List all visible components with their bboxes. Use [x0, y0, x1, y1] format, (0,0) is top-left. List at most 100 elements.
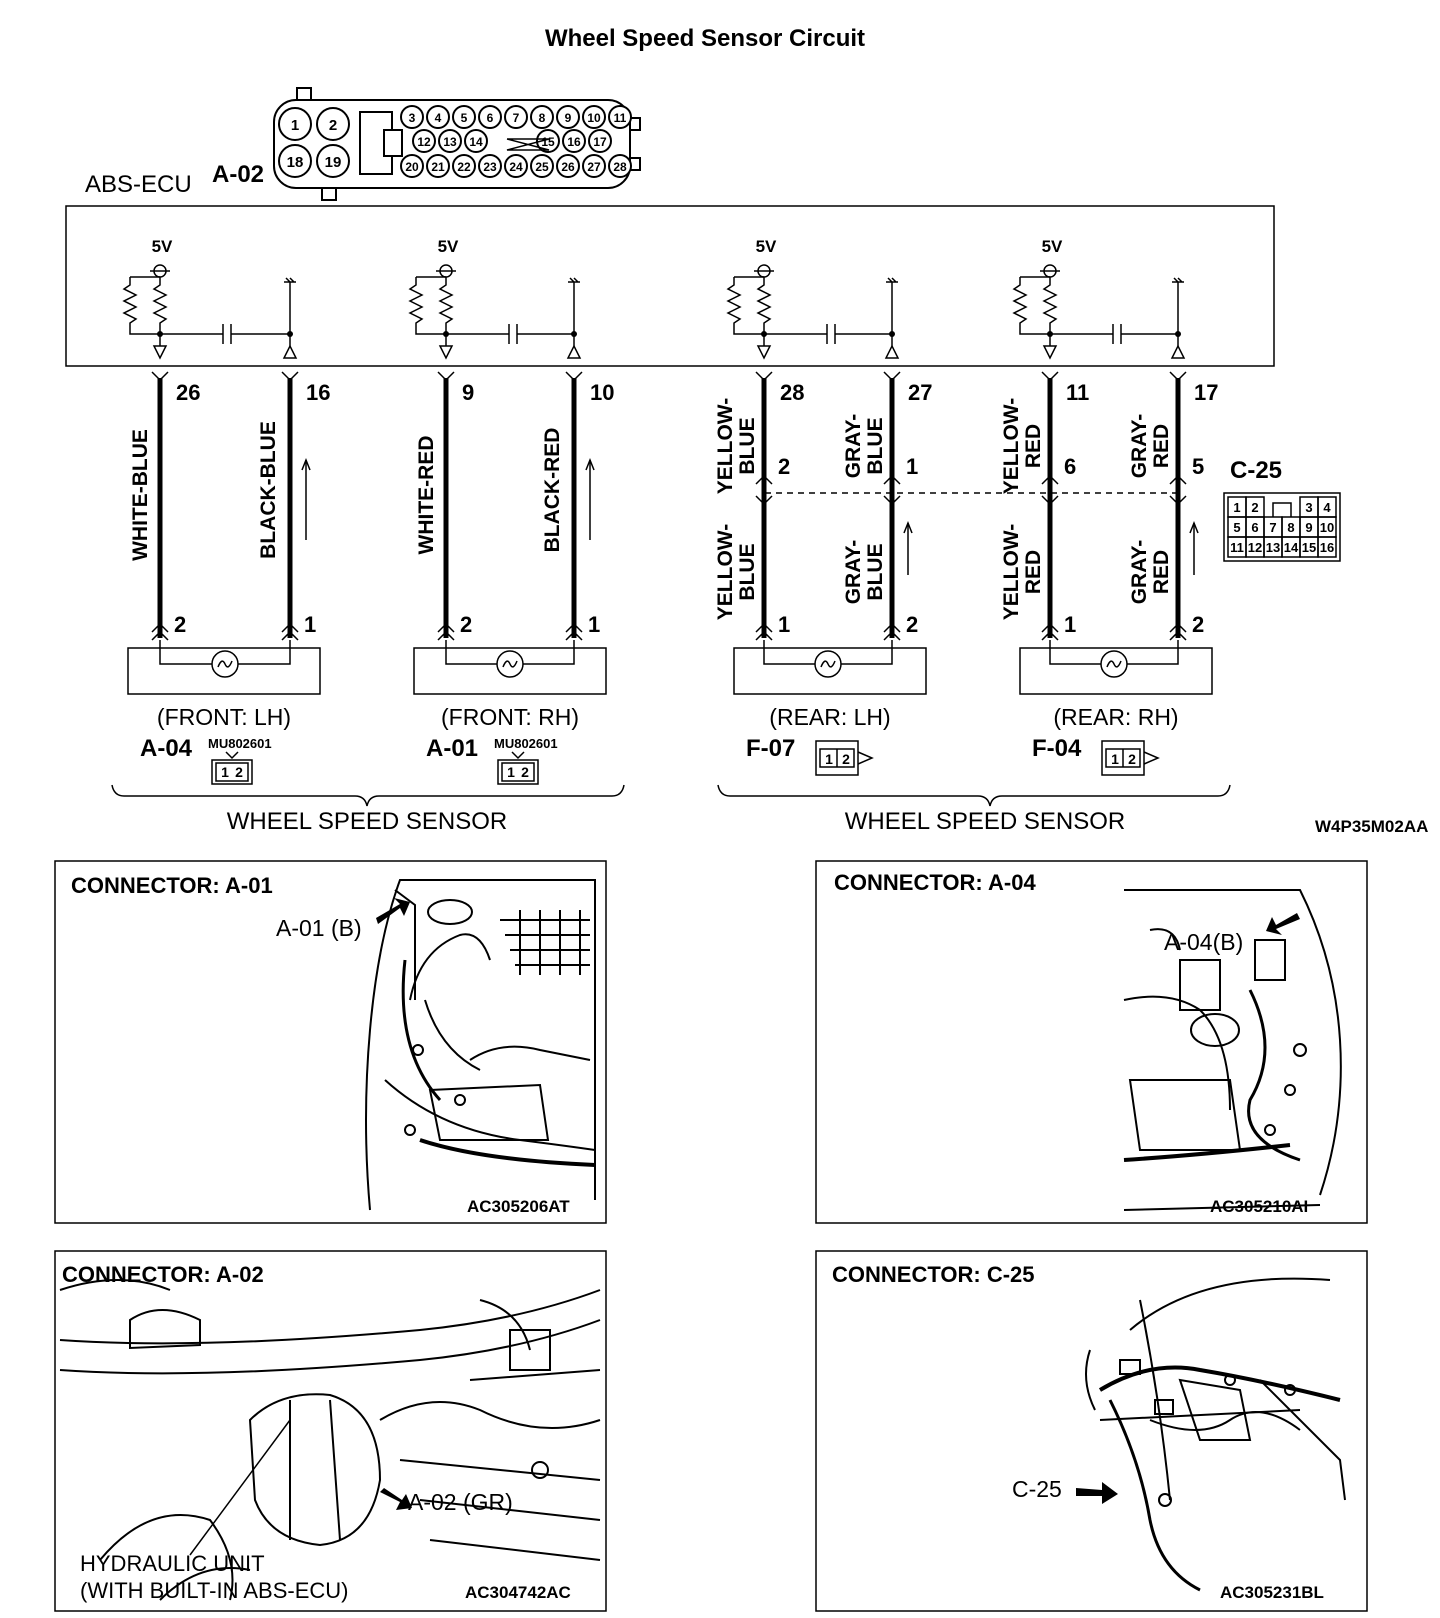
wire-end-icon — [755, 622, 773, 641]
sensor-pin-number: 1 — [1064, 612, 1076, 637]
sensor-connector-label: F-04 — [1032, 735, 1082, 762]
c25-pin: 3 — [1305, 500, 1312, 515]
terminal-icon — [1170, 344, 1186, 359]
sensor-pin-number: 1 — [778, 612, 790, 637]
wire-color-label-group: GRAY-RED — [1128, 414, 1173, 479]
sensor-pin-number: 2 — [174, 612, 186, 637]
ecu-name: ABS-ECU — [85, 171, 192, 198]
ecu-pin-label: 28 — [613, 160, 627, 174]
latch-icon — [225, 751, 239, 760]
ecu-pin-number: 11 — [1066, 380, 1089, 405]
resistor-icon — [757, 276, 771, 332]
ecu-pin — [438, 129, 462, 153]
part-number: MU802601 — [208, 736, 272, 751]
sensor-connector-face — [211, 759, 253, 785]
wire-color-label: RED — [1022, 424, 1045, 468]
c25-cell — [1317, 536, 1337, 558]
panel-a01-title: CONNECTOR: A-01 — [71, 873, 273, 898]
ecu-pin-label: 26 — [561, 160, 575, 174]
panel-c25-title: CONNECTOR: C-25 — [832, 1262, 1035, 1287]
arrow-icon — [1076, 1482, 1118, 1504]
wire-color-label-group: GRAY-BLUE — [842, 414, 887, 479]
mid-pin-number: 5 — [1192, 454, 1204, 479]
ecu-pin-label: 17 — [593, 135, 607, 149]
sensor-connector-face — [815, 740, 859, 776]
wire-end-icon — [437, 371, 455, 382]
group-label-rear: WHEEL SPEED SENSOR — [845, 808, 1126, 835]
terminal-icon — [282, 344, 298, 359]
sine-icon — [502, 660, 518, 668]
ecu-pin-label: 12 — [417, 135, 431, 149]
terminal-icon — [756, 345, 772, 360]
panel-c25: CONNECTOR: C-25 C-25 AC305231BL — [815, 1250, 1368, 1612]
wire-end-icon — [1169, 371, 1187, 382]
sensor-connector-label: A-04 — [140, 735, 193, 762]
sensor-connector-pin: 1 — [507, 764, 515, 780]
ecu-pin — [530, 105, 554, 129]
wire-end-icon — [151, 622, 169, 641]
resistor-icon — [727, 276, 741, 332]
ecu-pin — [608, 154, 632, 178]
ecu-pin-large-label: 18 — [287, 154, 304, 171]
sensor-connector-label: F-07 — [746, 735, 795, 762]
ecu-pin-label: 6 — [487, 111, 494, 125]
supply-voltage-label: 5V — [1042, 237, 1063, 256]
sensor-box — [1019, 647, 1213, 695]
ground-icon — [284, 277, 296, 283]
panel-a01-code: AC305206AT — [467, 1197, 570, 1216]
terminal-icon — [566, 344, 582, 359]
panel-a02-title: CONNECTOR: A-02 — [62, 1262, 264, 1287]
sine-icon — [820, 660, 836, 668]
terminal-icon — [1042, 345, 1058, 360]
group-label-front: WHEEL SPEED SENSOR — [227, 808, 508, 835]
wire-end-icon — [1169, 622, 1187, 641]
sensor-connector-pin: 2 — [235, 764, 243, 780]
panel-a01: CONNECTOR: A-01 A-01 (B) AC305206AT — [54, 860, 607, 1224]
wire-color-label: RED — [1150, 424, 1173, 468]
ecu-pin-label: 23 — [483, 160, 497, 174]
ecu-pin — [452, 154, 476, 178]
latch-icon — [1143, 751, 1160, 765]
wire-color-label: YELLOW- — [714, 524, 737, 620]
wire-color-label: GRAY- — [1128, 414, 1151, 479]
sensor-lead — [841, 640, 893, 665]
ecu-pin-label: 16 — [567, 135, 581, 149]
ecu-pin — [452, 105, 476, 129]
ecu-pin-label: 20 — [405, 160, 419, 174]
sensor-lead — [523, 640, 575, 665]
wire-color-label: BLACK-RED — [541, 428, 564, 553]
ecu-pin-number: 17 — [1194, 380, 1218, 405]
sine-icon — [217, 660, 233, 668]
resistor-lead — [129, 331, 160, 335]
ecu-pin-label: 21 — [431, 160, 445, 174]
panel-c25-callout: C-25 — [1012, 1476, 1062, 1502]
ecu-pin — [608, 105, 632, 129]
wire-color-label: YELLOW- — [714, 398, 737, 494]
sensor-lead — [445, 640, 497, 665]
ecu-pin-large — [278, 144, 312, 178]
ecu-pin-label: 13 — [443, 135, 457, 149]
ecu-pin-large-label: 19 — [325, 154, 342, 171]
ecu-pin-large — [316, 144, 350, 178]
ecu-pin — [464, 129, 488, 153]
panel-a02-code: AC304742AC — [465, 1583, 571, 1602]
wire-end-icon — [883, 371, 901, 382]
ecu-pin — [412, 129, 436, 153]
sensor-pin-number: 2 — [1192, 612, 1204, 637]
supply-voltage-label: 5V — [152, 237, 173, 256]
sensor-connector-pin: 2 — [842, 751, 850, 767]
wire-color-label: YELLOW- — [1000, 524, 1023, 620]
ecu-pin — [478, 154, 502, 178]
ecu-pin — [582, 105, 606, 129]
ecu-pin-label: 7 — [513, 111, 520, 125]
bracket-right — [717, 784, 1231, 807]
sensor-pin-number: 1 — [304, 612, 316, 637]
wire-color-label: YELLOW- — [1000, 398, 1023, 494]
wire-end-icon — [755, 371, 773, 382]
ecu-pin — [556, 105, 580, 129]
c25-pin: 2 — [1251, 500, 1258, 515]
mid-connector-icon — [883, 474, 901, 506]
ecu-pin — [400, 105, 424, 129]
